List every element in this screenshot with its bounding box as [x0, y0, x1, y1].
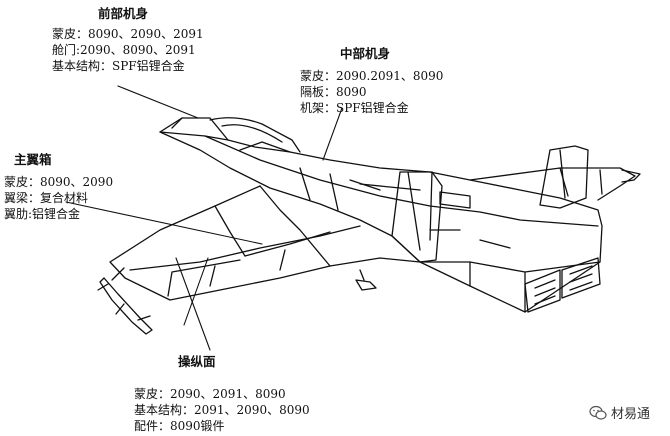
nose	[159, 117, 229, 141]
front-fuselage-line-1: 蒙皮：8090、2090、2091	[52, 27, 204, 41]
front-fuselage-line-2: 舱门:2090、8090、2091	[52, 43, 196, 57]
watermark: 材易通	[589, 403, 650, 422]
control-surface-label: 操纵面	[178, 354, 216, 370]
main-wing-box-label: 主翼箱	[14, 152, 52, 168]
horizontal-tail	[469, 167, 641, 201]
front-fuselage-specs: 蒙皮：8090、2090、2091 舱门:2090、8090、2091 基本结构…	[52, 26, 204, 74]
control-surface-line-3: 配件：8090锻件	[134, 419, 225, 433]
main-wing-box-line-3: 翼肋:铝锂合金	[4, 207, 81, 221]
main-wing-box-title: 主翼箱	[14, 152, 52, 167]
front-fuselage-line-3: 基本结构：SPF铝锂合金	[52, 59, 185, 73]
watermark-text: 材易通	[610, 407, 650, 422]
control-surface-specs: 蒙皮：2090、2091、8090 基本结构：2091、2090、8090 配件…	[134, 386, 310, 434]
mid-fuselage-specs: 蒙皮：2090.2091、8090 隔板：8090 机架：SPF铝锂合金	[300, 68, 443, 116]
main-wing	[109, 185, 421, 301]
front-fuselage-title: 前部机身	[98, 6, 149, 21]
vertical-tail	[391, 171, 443, 263]
control-surface-line-2: 基本结构：2091、2090、8090	[134, 403, 310, 417]
control-surface-line-1: 蒙皮：2090、2091、8090	[134, 387, 286, 401]
mid-fuselage-title: 中部机身	[340, 46, 391, 61]
wingtip-missile	[97, 267, 153, 335]
main-wing-box-specs: 蒙皮：8090、2090 翼梁：复合材料 翼肋:铝锂合金	[4, 174, 113, 222]
main-wing-box-line-2: 翼梁：复合材料	[4, 191, 89, 205]
engine-nozzles	[524, 257, 601, 313]
mid-fuselage-line-3: 机架：SPF铝锂合金	[300, 101, 409, 115]
control-surface-title: 操纵面	[178, 354, 216, 369]
wechat-icon	[589, 405, 607, 421]
front-fuselage-label: 前部机身	[98, 6, 148, 22]
mid-fuselage-line-2: 隔板：8090	[300, 85, 367, 99]
underwing-store	[355, 269, 377, 291]
main-wing-box-line-1: 蒙皮：8090、2090	[4, 175, 114, 189]
mid-fuselage-label: 中部机身	[340, 46, 390, 62]
vertical-tail-rear	[539, 145, 589, 209]
leader-lines	[65, 85, 343, 351]
fuselage	[159, 131, 603, 313]
mid-fuselage-line-1: 蒙皮：2090.2091、8090	[300, 69, 444, 83]
canopy	[209, 117, 301, 153]
